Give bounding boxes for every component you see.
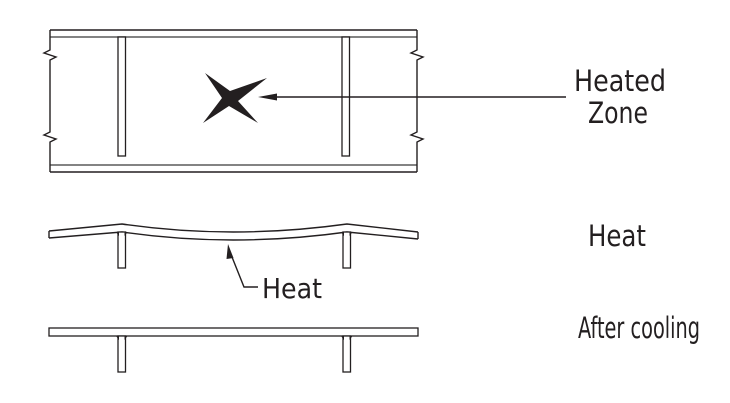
zigzag-break-icon (42, 30, 58, 172)
heat-leader-label: Heat (262, 272, 322, 305)
weld-icon (341, 336, 353, 340)
weld-icon (116, 336, 128, 340)
right-stiffener (342, 231, 352, 269)
right-stiffener (342, 335, 352, 373)
left-stiffener (117, 335, 127, 373)
heat-label: Heat (588, 219, 646, 253)
arrow-up-icon (226, 244, 234, 259)
heat-elevation-view: Heat Heat (48, 219, 646, 305)
weld-icon (116, 232, 128, 236)
weld-icon (341, 232, 353, 236)
zigzag-break-icon (409, 30, 425, 172)
zone-label: Zone (588, 96, 648, 130)
plan-view: Heated Zone (42, 29, 666, 173)
star-burst-icon (203, 73, 267, 123)
left-stiffener (117, 36, 127, 157)
arrow-left-icon (258, 93, 277, 101)
after-cooling-label: After cooling (578, 311, 700, 345)
heat-leader-line (229, 251, 258, 288)
heated-label: Heated (574, 64, 666, 98)
heated-flange-bottom-edge (48, 231, 419, 241)
heated-flange-top-edge (48, 223, 419, 233)
left-stiffener (117, 231, 127, 269)
after-cooling-elevation-view: After cooling (48, 311, 700, 373)
straight-flange (48, 327, 419, 337)
